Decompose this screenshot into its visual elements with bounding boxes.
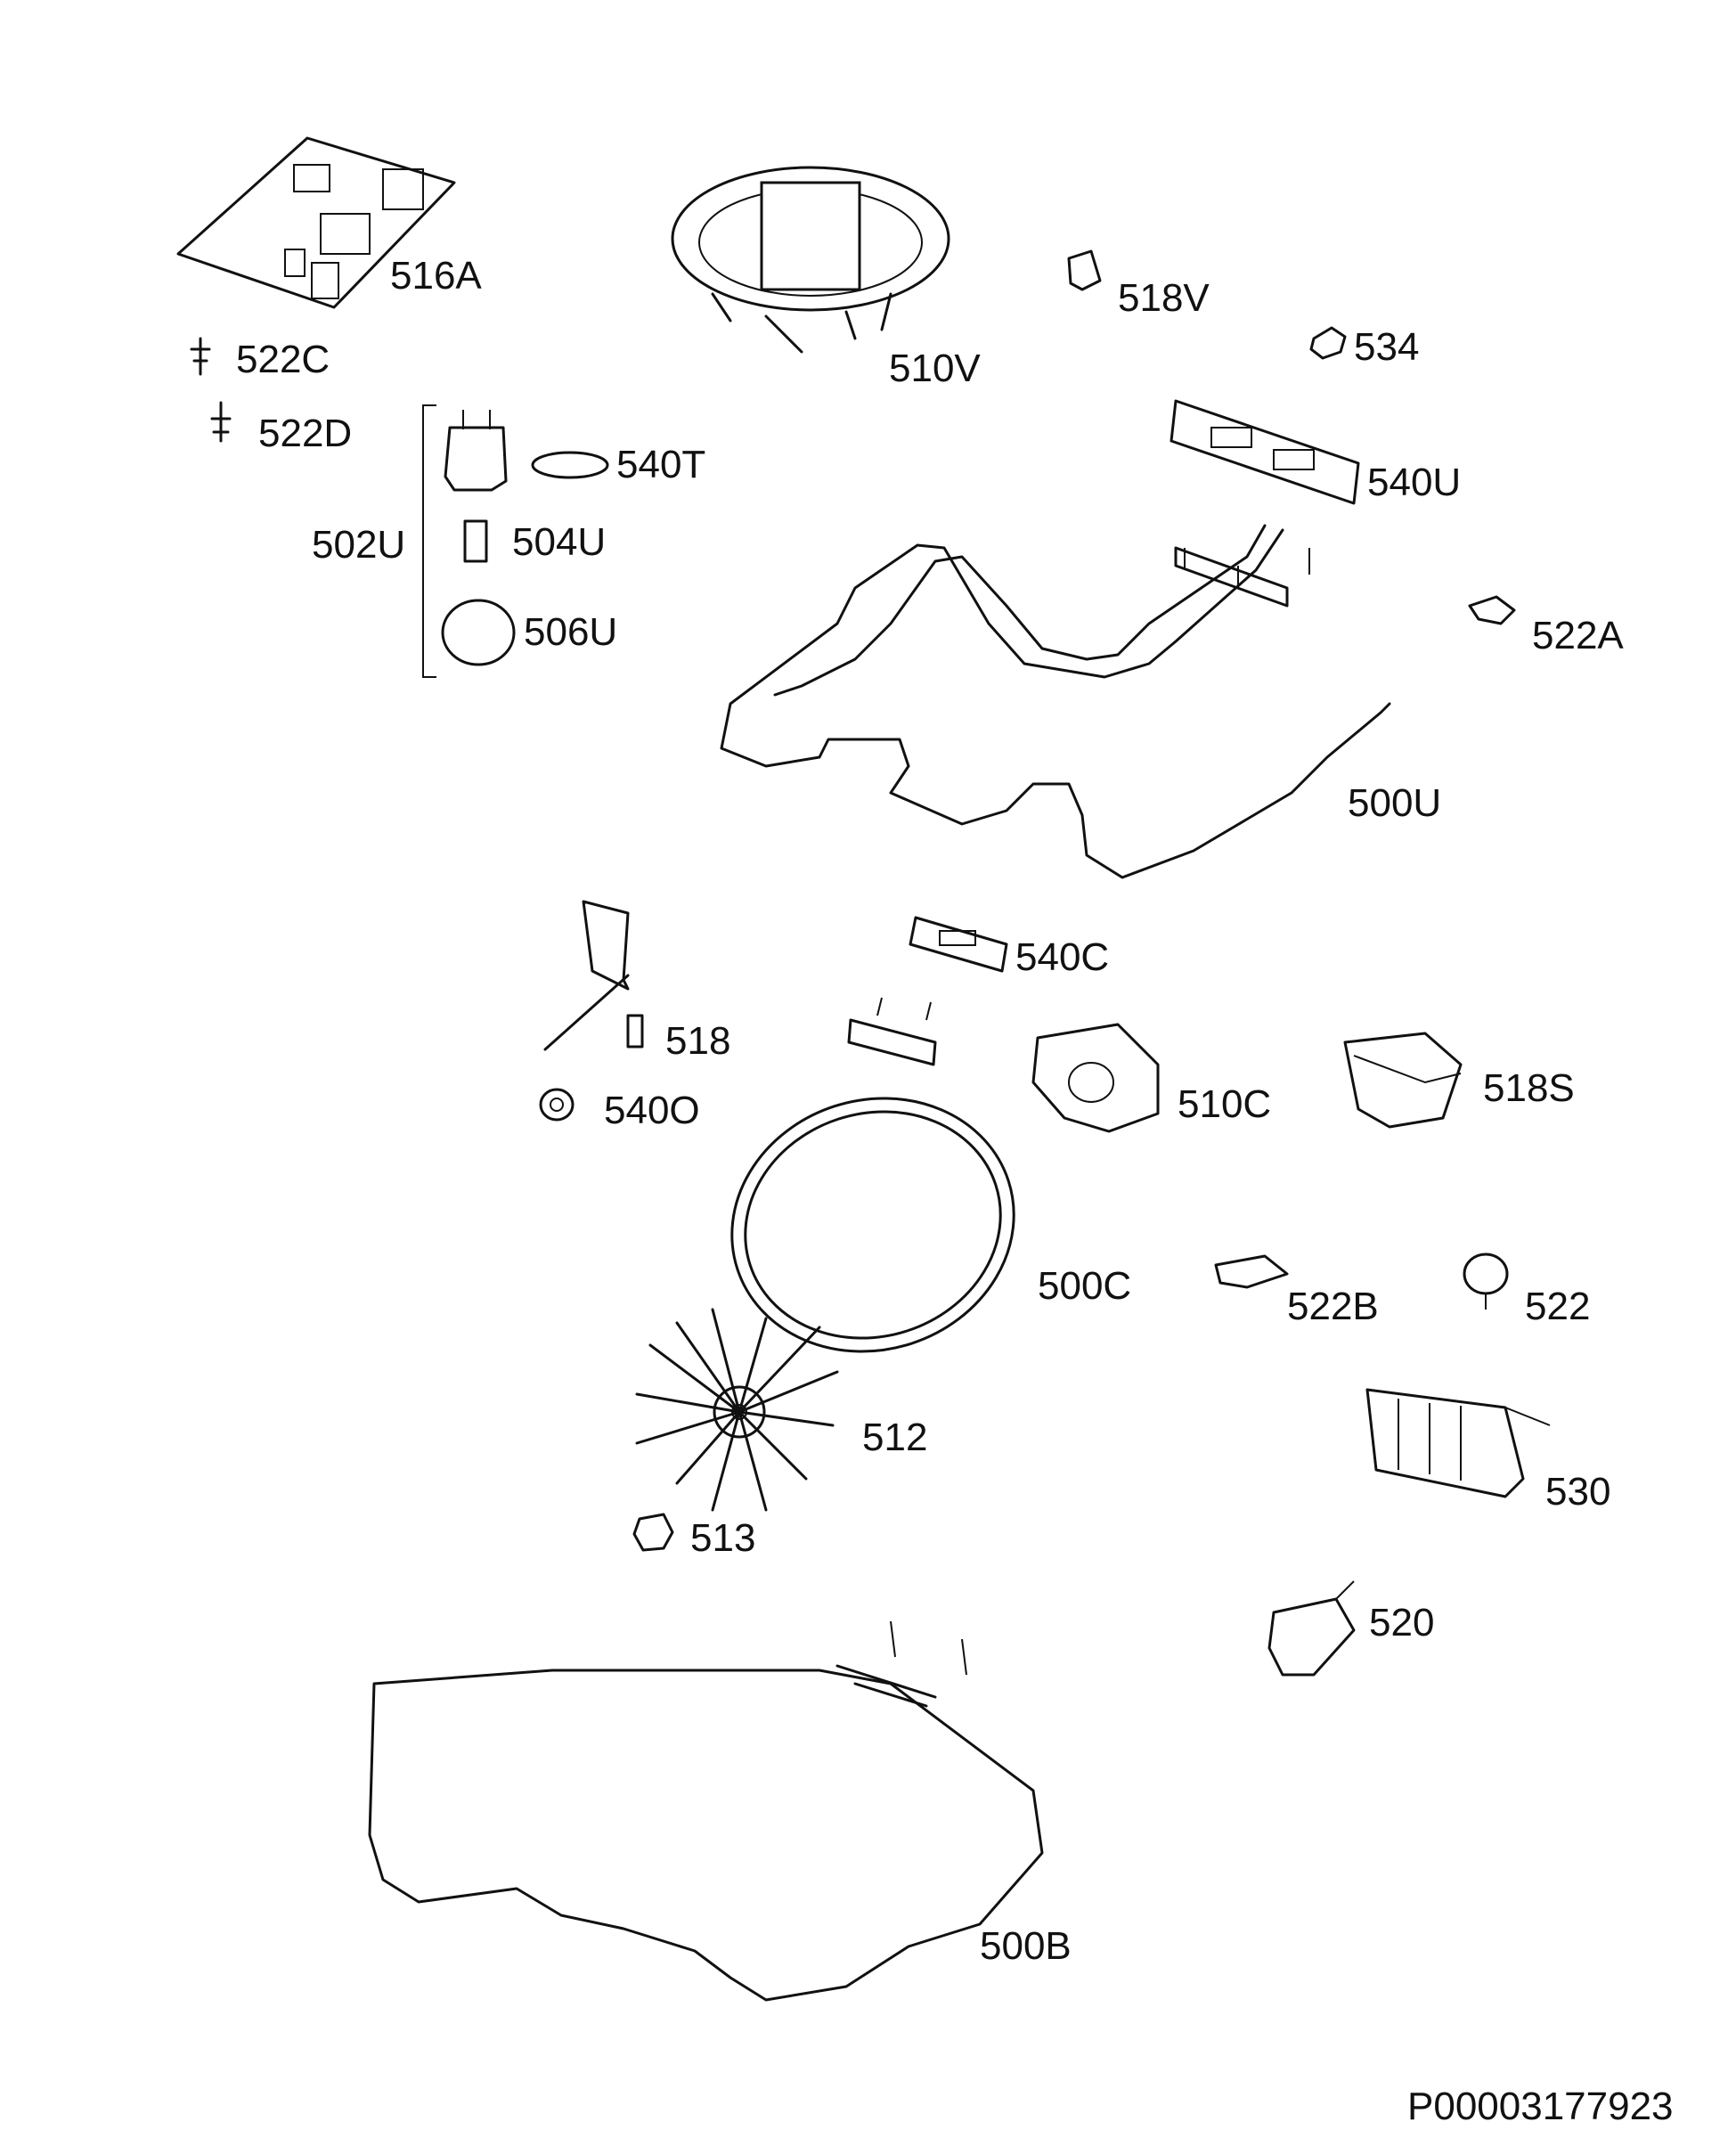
part-540T-gasket (531, 451, 609, 479)
part-520-switch (1267, 1580, 1356, 1677)
part-506U-lamp-cover (441, 599, 516, 666)
label-500U: 500U (1348, 781, 1442, 825)
label-540U: 540U (1367, 461, 1462, 504)
label-513: 513 (690, 1516, 756, 1560)
group-502U-bracket (422, 404, 436, 678)
part-500C-circular-element (730, 997, 1015, 1353)
part-518-sensor (543, 900, 644, 1051)
part-lamp-holder (444, 410, 508, 492)
label-522: 522 (1525, 1285, 1591, 1328)
label-522C: 522C (236, 338, 330, 381)
label-522B: 522B (1287, 1285, 1379, 1328)
label-530: 530 (1545, 1470, 1611, 1514)
label-500B: 500B (980, 1924, 1072, 1968)
label-500C: 500C (1038, 1264, 1132, 1308)
part-540U-gasket-plate (1170, 399, 1360, 505)
label-518: 518 (665, 1019, 731, 1063)
part-504U-bulb (463, 519, 488, 563)
label-504U: 504U (512, 520, 607, 564)
part-518S-thermostat (1343, 1032, 1463, 1129)
part-530-terminal-block (1365, 1388, 1551, 1498)
part-522-clamp (1463, 1253, 1509, 1310)
document-id: P00003177923 (1407, 2085, 1674, 2128)
label-518V: 518V (1118, 276, 1210, 320)
part-510V-fan-motor (671, 166, 950, 354)
part-518V-clip (1067, 249, 1102, 291)
label-506U: 506U (524, 610, 618, 654)
label-510V: 510V (889, 347, 981, 390)
label-522A: 522A (1532, 614, 1624, 657)
label-512: 512 (862, 1416, 928, 1459)
part-516A-control-board (176, 136, 456, 309)
part-540O-grommet (539, 1088, 575, 1122)
label-502U: 502U (312, 523, 406, 567)
label-516A: 516A (390, 254, 482, 298)
part-513-nut (632, 1513, 674, 1552)
label-522D: 522D (258, 412, 353, 455)
part-500U-grill-element (720, 524, 1391, 879)
part-500B-bottom-element (368, 1620, 1044, 2002)
part-522C-screw (190, 337, 211, 376)
label-540T: 540T (616, 443, 706, 486)
label-534: 534 (1354, 325, 1420, 369)
part-522A-clip (1468, 595, 1516, 625)
label-520: 520 (1369, 1601, 1435, 1644)
part-510C-motor (1031, 1023, 1160, 1133)
label-540O: 540O (604, 1089, 700, 1132)
part-534-nut (1309, 326, 1347, 360)
part-540C-gasket (909, 916, 1008, 973)
label-518S: 518S (1483, 1066, 1575, 1110)
label-540C: 540C (1015, 935, 1110, 979)
part-522B-clip (1214, 1254, 1289, 1289)
part-512-fan-blade (635, 1308, 839, 1512)
label-510C: 510C (1178, 1082, 1272, 1126)
part-522D-screw (210, 401, 232, 443)
